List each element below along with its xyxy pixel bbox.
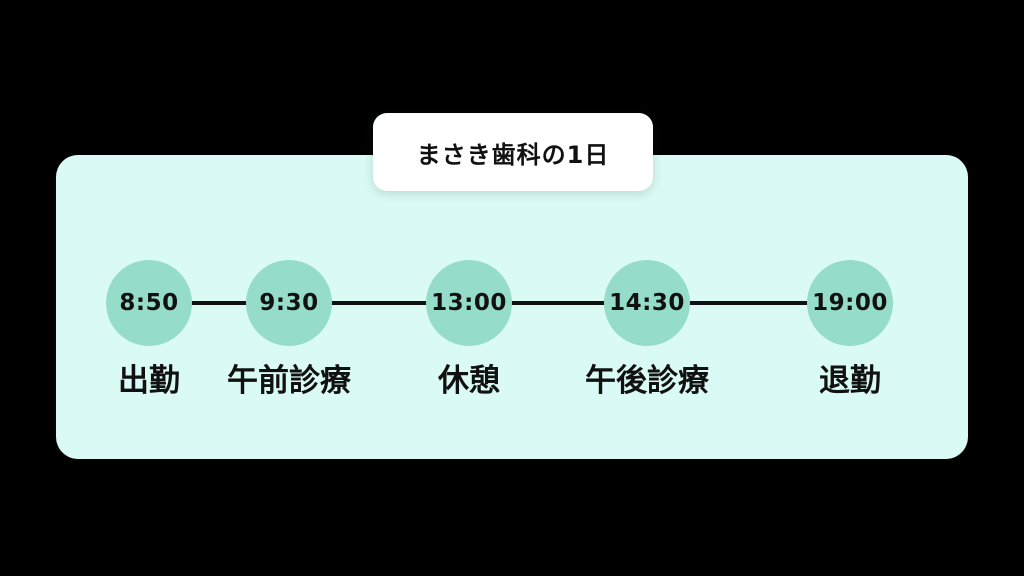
time-circle: 19:00 <box>807 260 893 346</box>
page-title: まさき歯科の1日 <box>416 140 610 169</box>
station-label: 休憩 <box>438 363 500 399</box>
time-circle: 14:30 <box>604 260 690 346</box>
time-value: 19:00 <box>812 290 888 316</box>
station-label: 午前診療 <box>227 363 351 399</box>
station-label: 出勤 <box>118 363 180 399</box>
time-value: 14:30 <box>609 290 685 316</box>
timeline-station: 9:30 午前診療 <box>209 260 369 397</box>
time-circle: 8:50 <box>106 260 192 346</box>
title-card: まさき歯科の1日 <box>373 113 653 191</box>
time-value: 13:00 <box>431 290 507 316</box>
time-value: 9:30 <box>259 290 319 316</box>
time-circle: 9:30 <box>246 260 332 346</box>
timeline-station: 13:00 休憩 <box>389 260 549 397</box>
schedule-panel: 8:50 出勤 9:30 午前診療 13:00 休憩 14:30 午後診療 19… <box>56 155 968 459</box>
station-label: 退勤 <box>819 363 881 399</box>
timeline-station: 14:30 午後診療 <box>567 260 727 397</box>
timeline-station: 8:50 出勤 <box>69 260 229 397</box>
timeline-station: 19:00 退勤 <box>770 260 930 397</box>
station-label: 午後診療 <box>585 363 709 399</box>
time-value: 8:50 <box>119 290 179 316</box>
time-circle: 13:00 <box>426 260 512 346</box>
